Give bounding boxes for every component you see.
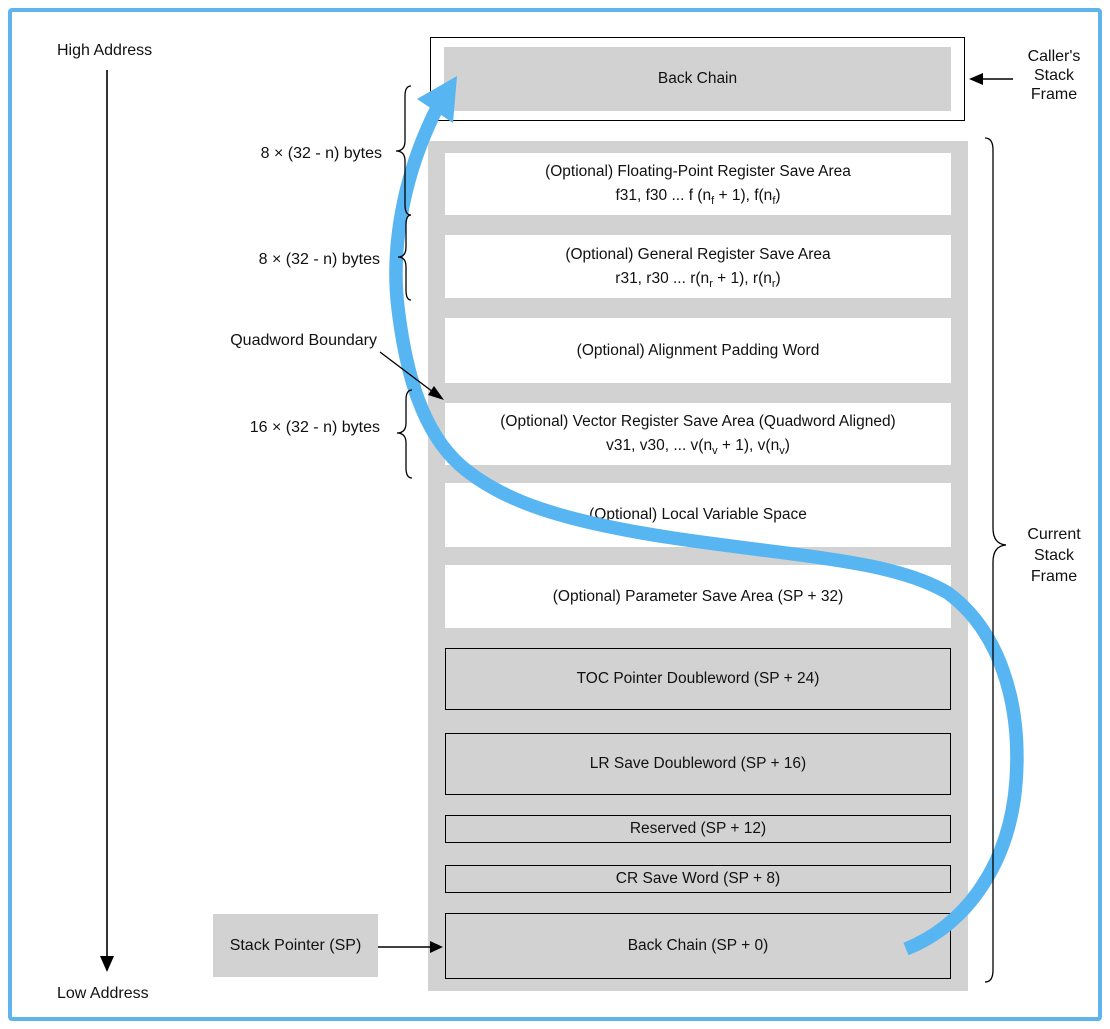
box-label-line: CR Save Word (SP + 8) (615, 870, 781, 888)
stack-pointer-label: Stack Pointer (SP) (229, 936, 362, 954)
page-border (8, 8, 1102, 1021)
left-brace-vector-icon (396, 389, 413, 479)
box-label-line: (Optional) Parameter Save Area (SP + 32) (552, 587, 844, 605)
frame-box-back-chain: Back Chain (SP + 0) (445, 913, 951, 979)
blue-flow-arrow-body (389, 106, 1024, 956)
left-brace-gr-icon (397, 214, 412, 301)
frame-box-cr-save: CR Save Word (SP + 8) (445, 865, 951, 893)
right-brace-current-frame-icon (984, 137, 1007, 983)
frame-box-vec-save: (Optional) Vector Register Save Area (Qu… (445, 403, 951, 465)
box-label-line: (Optional) Local Variable Space (589, 506, 807, 523)
box-label-line: TOC Pointer Doubleword (SP + 24) (576, 670, 820, 687)
frame-box-param-save: (Optional) Parameter Save Area (SP + 32) (445, 565, 951, 628)
stack-pointer-arrow-icon (378, 941, 443, 953)
frame-box-lr-save: LR Save Doubleword (SP + 16) (445, 733, 951, 795)
box-label-line: (Optional) Floating-Point Register Save … (545, 163, 851, 180)
caller-back-chain-box: Back Chain (444, 47, 951, 111)
box-label-line: LR Save Doubleword (SP + 16) (589, 755, 807, 772)
frame-box-reserved: Reserved (SP + 12) (445, 815, 951, 843)
box-label-line: f31, f30 ... f (nf + 1), f(nf) (615, 187, 781, 208)
quadword-boundary-label: Quadword Boundary (230, 332, 377, 349)
box-label-line: Reserved (SP + 12) (629, 820, 767, 838)
frame-box-gr-save: (Optional) General Register Save Area r31… (445, 235, 951, 298)
box-label-line: v31, v30, ... v(nv + 1), v(nv) (606, 437, 790, 458)
frame-box-align-pad: (Optional) Alignment Padding Word (445, 318, 951, 383)
frame-box-toc: TOC Pointer Doubleword (SP + 24) (445, 648, 951, 710)
caller-frame-label: Caller's Stack Frame (1027, 48, 1081, 103)
vec-size-label: 16 × (32 - n) bytes (249, 419, 380, 436)
caller-frame-arrow-icon (969, 73, 1013, 85)
caller-back-chain-label: Back Chain (657, 70, 738, 87)
box-label-line: Back Chain (SP + 0) (627, 937, 769, 954)
stack-pointer-box: Stack Pointer (SP) (213, 914, 378, 977)
address-down-arrow-icon (100, 70, 114, 972)
quadword-boundary-arrow-icon (379, 351, 444, 400)
box-label-line: r31, r30 ... r(nr + 1), r(nr) (615, 269, 781, 290)
left-brace-fp-icon (395, 85, 412, 216)
box-label-line: (Optional) General Register Save Area (565, 245, 831, 263)
box-label-line: (Optional) Vector Register Save Area (Qu… (500, 413, 896, 430)
gr-size-label: 8 × (32 - n) bytes (258, 251, 380, 268)
box-label-line: (Optional) Alignment Padding Word (576, 341, 820, 359)
fp-size-label: 8 × (32 - n) bytes (260, 145, 382, 162)
blue-flow-arrowhead-icon (417, 76, 457, 123)
high-address-label: High Address (57, 42, 153, 59)
frame-box-fp-save: (Optional) Floating-Point Register Save … (445, 153, 951, 215)
low-address-label: Low Address (57, 985, 149, 1002)
current-frame-label: Current Stack Frame (1027, 526, 1081, 585)
